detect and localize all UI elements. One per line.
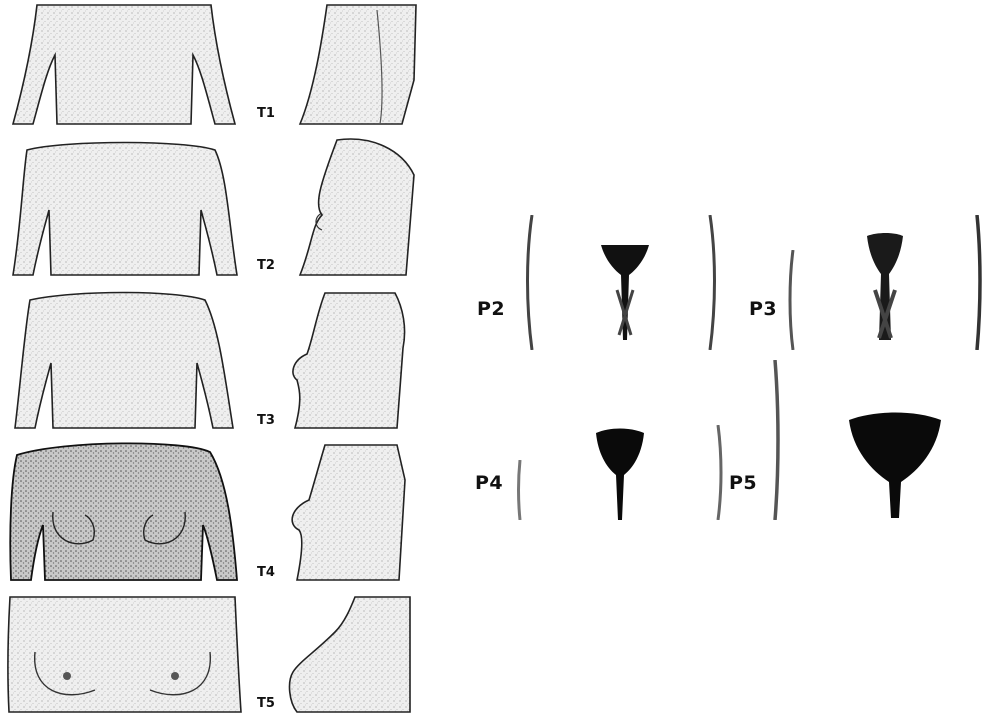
t1-front-torso — [5, 0, 245, 130]
stage-label-p4: P4 — [475, 472, 503, 494]
p4-hair-pattern — [590, 425, 650, 525]
t4-side-torso — [285, 440, 415, 585]
p4-left-thigh-edge — [512, 460, 532, 520]
stage-row-t5: T5 — [0, 592, 440, 717]
t2-side-torso — [292, 135, 422, 280]
p2-right-thigh-edge — [702, 215, 722, 350]
p3-hair-pattern — [855, 230, 915, 345]
t3-front-torso — [5, 288, 245, 433]
stage-row-t2: T2 — [0, 135, 440, 280]
t4-front-torso — [5, 440, 245, 585]
t5-front-torso — [5, 592, 245, 717]
stage-label-t1: T1 — [257, 106, 275, 121]
stage-label-t3: T3 — [257, 413, 275, 428]
t2-front-torso — [5, 135, 245, 280]
p2-hair-pattern — [595, 235, 655, 345]
stage-p4: P4 — [470, 405, 730, 525]
stage-label-p3: P3 — [749, 298, 777, 320]
t1-side-torso — [292, 0, 422, 130]
stage-label-t5: T5 — [257, 696, 275, 711]
p2-left-thigh-edge — [520, 215, 540, 350]
t5-side-torso — [285, 592, 415, 717]
p3-left-thigh-edge — [783, 250, 803, 350]
p5-thigh-edge — [767, 360, 787, 520]
stage-row-t3: T3 — [0, 288, 440, 433]
stage-p5: P5 — [725, 355, 965, 525]
t3-side-torso — [285, 288, 415, 433]
stage-label-t4: T4 — [257, 565, 275, 580]
stage-label-p5: P5 — [729, 472, 757, 494]
stage-p3: P3 — [745, 210, 995, 350]
stage-row-t1: T1 — [0, 0, 440, 130]
stage-label-p2: P2 — [477, 298, 505, 320]
stage-label-t2: T2 — [257, 258, 275, 273]
stage-row-t4: T4 — [0, 440, 440, 585]
stage-p2: P2 — [470, 210, 730, 350]
p3-right-thigh-edge — [967, 215, 987, 350]
p5-hair-pattern — [845, 410, 945, 520]
